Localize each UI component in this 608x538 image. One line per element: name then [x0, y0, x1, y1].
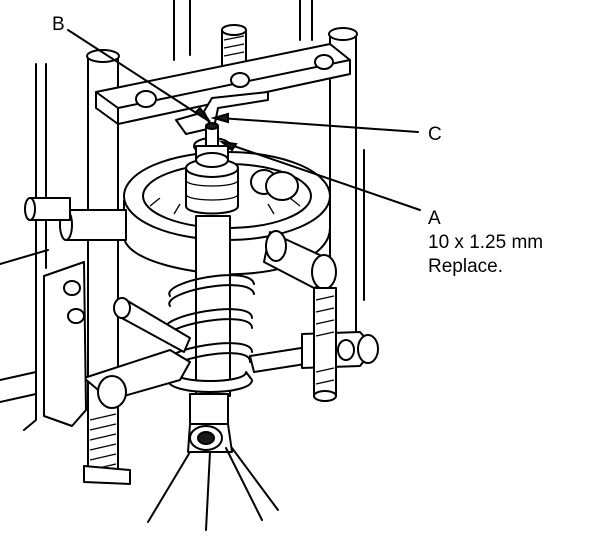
left-bolt [24, 197, 71, 221]
label-a-note: Replace. [428, 256, 503, 277]
label-b: B [52, 14, 65, 35]
strut-top [185, 122, 239, 215]
leader-a [227, 143, 421, 211]
lower-bracket [43, 261, 131, 485]
right-handle [263, 230, 337, 290]
right-lower-post [313, 287, 337, 402]
lower-shock [147, 393, 279, 531]
leader-lines [67, 29, 421, 211]
top-crossbar [95, 43, 351, 125]
leader-b [67, 29, 205, 119]
right-post [328, 27, 358, 335]
coil-spring [164, 215, 255, 397]
label-a: A [428, 208, 441, 229]
label-c: C [428, 124, 442, 145]
tool-frame [0, 0, 365, 431]
label-a-spec: 10 x 1.25 mm [428, 232, 543, 253]
callout-labels: B C A 10 x 1.25 mm Replace. [52, 14, 543, 277]
leader-c [219, 117, 419, 133]
